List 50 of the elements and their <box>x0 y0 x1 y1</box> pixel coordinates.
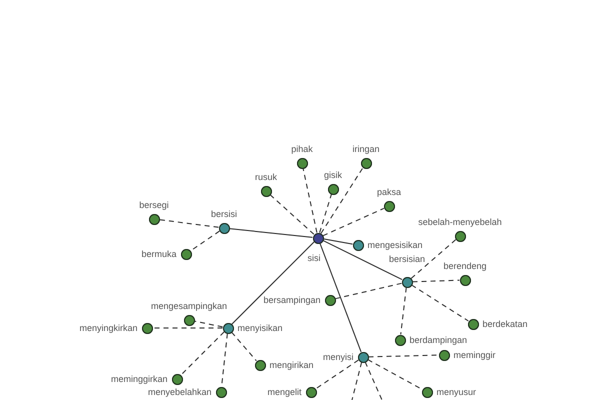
dashed-connector <box>190 230 220 252</box>
node-label: gisik <box>324 170 342 180</box>
dashed-connector <box>159 219 219 228</box>
dashed-connector <box>302 168 318 234</box>
node-label: bersegi <box>139 200 169 210</box>
node-label: bersampingan <box>263 295 320 305</box>
node-label: iringan <box>352 144 380 154</box>
node-label: sebelah-menyebelah <box>418 216 502 226</box>
dashed-connector <box>315 360 359 390</box>
dashed-connector <box>194 320 224 328</box>
dashed-connector <box>231 332 257 362</box>
node-label: bersisi <box>211 208 237 218</box>
node-label: paksa <box>376 186 402 196</box>
dashed-connector <box>322 208 384 236</box>
node-label: menyusur <box>436 387 476 397</box>
connector-line <box>231 241 315 325</box>
node-label: rusuk <box>255 172 277 182</box>
node-label: berendeng <box>443 260 487 270</box>
dashed-connector <box>352 362 362 400</box>
dashed-connector <box>368 354 439 358</box>
dashed-connector <box>400 287 407 335</box>
dashed-connector <box>319 194 332 234</box>
node-label: mengirikan <box>270 360 314 370</box>
node-label: meminggirkan <box>110 374 168 384</box>
node-label: menyingkirkan <box>79 323 138 333</box>
dashed-connector <box>320 167 364 234</box>
node-label: berdekatan <box>482 319 528 329</box>
node-label: menyisikan <box>238 323 283 333</box>
dashed-connector <box>334 282 402 300</box>
dashed-connector <box>412 280 460 282</box>
node-label: menyisi <box>322 352 354 362</box>
node-label: meminggir <box>454 350 496 360</box>
dashed-connector <box>270 194 314 235</box>
connector-line <box>229 228 313 238</box>
dashed-connector <box>364 362 382 400</box>
node-label: mengesampingkan <box>150 300 228 310</box>
node-label: sisi <box>308 252 320 262</box>
dashed-connector <box>410 239 456 279</box>
node-label: mengesisikan <box>368 240 423 250</box>
connector-line <box>322 240 403 280</box>
node-label: menyebelahkan <box>148 387 212 397</box>
dashed-connector <box>411 284 469 322</box>
node-label: mengelit <box>267 387 302 397</box>
node-label: bersisian <box>388 254 426 264</box>
node-label: berdampingan <box>410 335 468 345</box>
node-label: bermuka <box>141 249 176 259</box>
dashed-connector <box>180 331 225 376</box>
connector-line <box>319 242 362 352</box>
node-label: pihak <box>291 144 313 154</box>
connector-line <box>322 238 354 245</box>
